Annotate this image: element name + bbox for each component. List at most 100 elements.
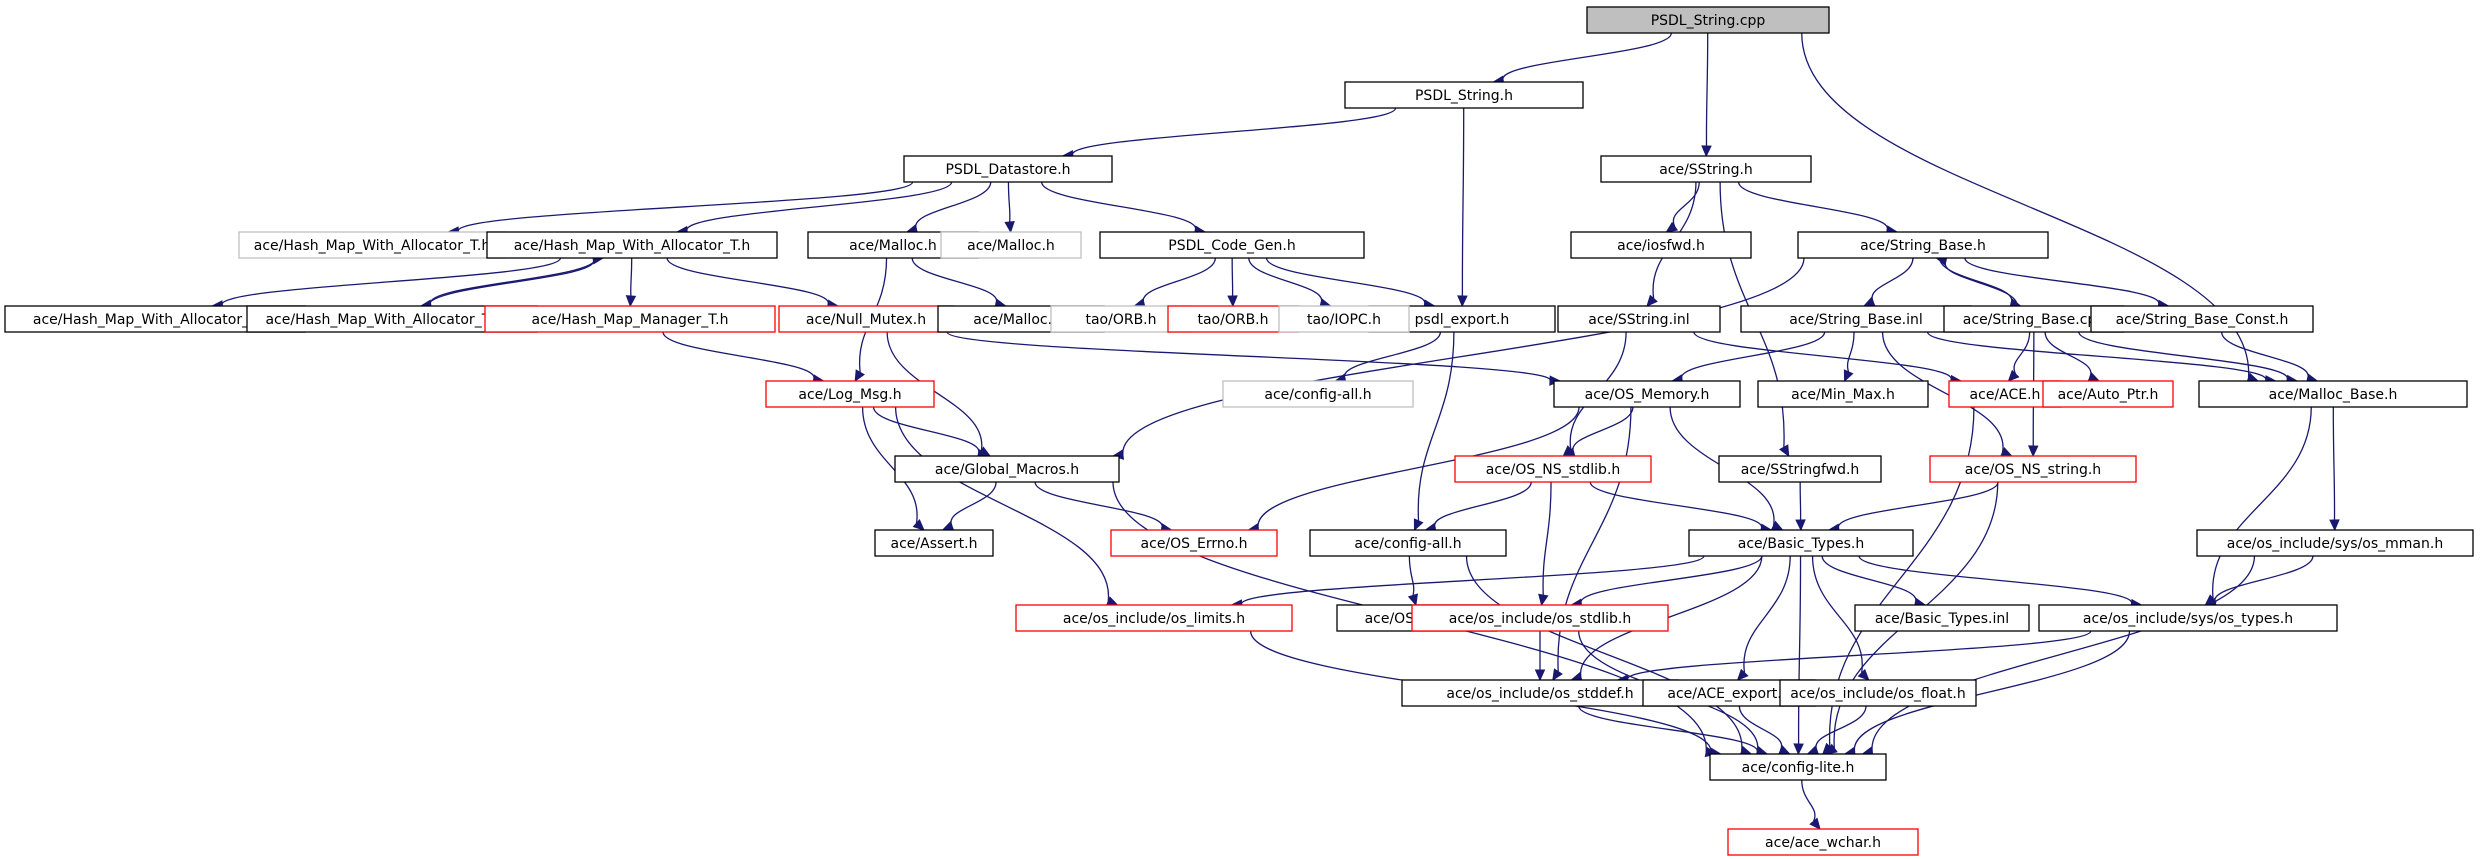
edge-arrowhead [1413,518,1424,532]
edge-line [1248,257,1323,304]
node-box [765,380,935,408]
node-ace-string-base-const-h[interactable]: ace/String_Base_Const.h [2090,305,2314,333]
node-ace-config-all-h[interactable]: ace/config-all.h [1222,380,1414,408]
node-ace-null-mutex-h[interactable]: ace/Null_Mutex.h [778,305,954,333]
node-box [1740,305,1972,333]
node-label: PSDL_Code_Gen.h [1168,238,1295,254]
edge-line [1434,481,1532,529]
edge-line [1072,107,1397,156]
node-ace-min-max-h[interactable]: ace/Min_Max.h [1757,380,1929,408]
node-ace-string-base-inl[interactable]: ace/String_Base.inl [1740,305,1972,333]
node-label: ace/Assert.h [891,536,978,552]
edge-arrowhead [1862,296,1876,307]
edge-line [1257,406,1580,529]
node-label: ace/String_Base.h [1860,238,1986,254]
node-ace-malloc-base-h[interactable]: ace/Malloc_Base.h [2198,380,2468,408]
node-ace-os-ns-string-h[interactable]: ace/OS_NS_string.h [1929,455,2137,483]
node-ace-os-memory-h[interactable]: ace/OS_Memory.h [1553,380,1741,408]
edge-arrowhead [1779,444,1790,458]
node-label: ace/Hash_Map_With_Allocator_T.h [254,238,490,254]
node-ace-os-ns-stdlib-h[interactable]: ace/OS_NS_stdlib.h [1454,455,1652,483]
node-ace-global-macros-h[interactable]: ace/Global_Macros.h [894,455,1120,483]
edge-arrowhead [1857,668,1870,681]
node-psdl-string-h[interactable]: PSDL_String.h [1344,81,1584,109]
edge-line [1122,257,1805,455]
node-ace-ace-h[interactable]: ace/ACE.h [1948,380,2062,408]
node-ace-sstring-h[interactable]: ace/SString.h [1600,155,1812,183]
edge-arrowhead [1777,745,1791,755]
node-ace-ace-wchar-h[interactable]: ace/ace_wchar.h [1727,828,1919,856]
edge-line [2214,555,2314,604]
edge-line [946,331,1551,382]
edge-line [457,181,914,233]
node-label: psdl_export.h [1415,312,1510,328]
node-ace-sstring-inl[interactable]: ace/SString.inl [1557,305,1721,333]
node-ace-basic-types-h[interactable]: ace/Basic_Types.h [1688,529,1914,557]
node-ace-string-base-h[interactable]: ace/String_Base.h [1797,231,2049,259]
node-label: ace/Log_Msg.h [798,387,901,403]
node-ace-config-all-h[interactable]: ace/config-all.h [1309,529,1507,557]
node-ace-sstringfwd-h[interactable]: ace/SStringfwd.h [1718,455,1882,483]
edge-line [2332,406,2336,521]
edge-line [1693,331,1952,381]
node-ace-basic-types-inl[interactable]: ace/Basic_Types.inl [1854,604,2030,632]
edge-arrowhead [2329,519,2340,532]
node-ace-hash-map-manager-t-h[interactable]: ace/Hash_Map_Manager_T.h [484,305,776,333]
node-label: ace/SStringfwd.h [1741,462,1860,478]
edge-line [1408,555,1415,596]
edge-arrowhead [1407,593,1418,607]
node-ace-hash-map-with-allocator-t-h[interactable]: ace/Hash_Map_With_Allocator_T.h [486,231,778,259]
edge-arrowhead [2007,369,2020,382]
edge-line [1034,481,1163,529]
edge-line [861,406,918,524]
edge-line [1737,181,1888,231]
node-tao-iopc-h[interactable]: tao/IOPC.h [1278,305,1410,333]
edge-arrowhead [1701,145,1712,158]
node-psdl-code-gen-h[interactable]: PSDL_Code_Gen.h [1099,231,1365,259]
node-box [894,455,1120,483]
node-box [1309,529,1507,557]
node-ace-auto-ptr-h[interactable]: ace/Auto_Ptr.h [2042,380,2174,408]
node-box [1779,679,1977,707]
node-box [1727,828,1919,856]
node-box [1454,455,1652,483]
edge-line [886,331,983,452]
edge-line [1502,32,1673,82]
node-label: ace/OS_NS_stdlib.h [1486,462,1621,478]
node-ace-os-include-os-stdlib-h[interactable]: ace/os_include/os_stdlib.h [1411,604,1669,632]
edge-line [1871,257,1914,303]
node-ace-os-include-sys-os-types-h[interactable]: ace/os_include/sys/os_types.h [2038,604,2338,632]
edge-arrowhead [941,521,955,531]
edge-arrowhead [1538,593,1549,607]
node-label: ace/Hash_Map_With_Allocator_T.cpp [265,312,518,328]
edge-line [1627,630,2092,681]
edge-arrowhead [1534,669,1546,682]
node-ace-config-lite-h[interactable]: ace/config-lite.h [1709,753,1887,781]
node-label: ace/String_Base.inl [1789,312,1923,328]
node-ace-iosfwd-h[interactable]: ace/iosfwd.h [1570,231,1752,259]
node-ace-malloc-h[interactable]: ace/Malloc.h [940,231,1082,259]
edge-line [2044,331,2092,378]
edge-arrowhead [1736,668,1749,681]
node-ace-os-include-sys-os-mman-h[interactable]: ace/os_include/sys/os_mman.h [2196,529,2474,557]
node-psdl-datastore-h[interactable]: PSDL_Datastore.h [903,155,1113,183]
edge-arrowhead [1770,520,1784,531]
node-ace-assert-h[interactable]: ace/Assert.h [874,529,994,557]
node-tao-orb-h[interactable]: tao/ORB.h [1167,305,1299,333]
node-box [1411,604,1669,632]
node-psdl-string-cpp[interactable]: PSDL_String.cpp [1586,6,1830,34]
node-ace-os-include-os-stddef-h[interactable]: ace/os_include/os_stddef.h [1401,679,1679,707]
node-box [1854,604,2030,632]
node-ace-os-errno-h[interactable]: ace/OS_Errno.h [1110,529,1278,557]
node-ace-os-include-os-limits-h[interactable]: ace/os_include/os_limits.h [1015,604,1293,632]
edge-line [1964,257,2160,306]
node-box [1586,6,1830,34]
edge-line [1240,555,1705,606]
edge-line [1853,630,2131,753]
node-ace-log-msg-h[interactable]: ace/Log_Msg.h [765,380,935,408]
node-ace-hash-map-with-allocator-t-h[interactable]: ace/Hash_Map_With_Allocator_T.h [238,231,506,259]
edge-line [1142,257,1216,304]
node-ace-os-include-os-float-h[interactable]: ace/os_include/os_float.h [1779,679,1977,707]
edge-line [1040,181,1196,231]
